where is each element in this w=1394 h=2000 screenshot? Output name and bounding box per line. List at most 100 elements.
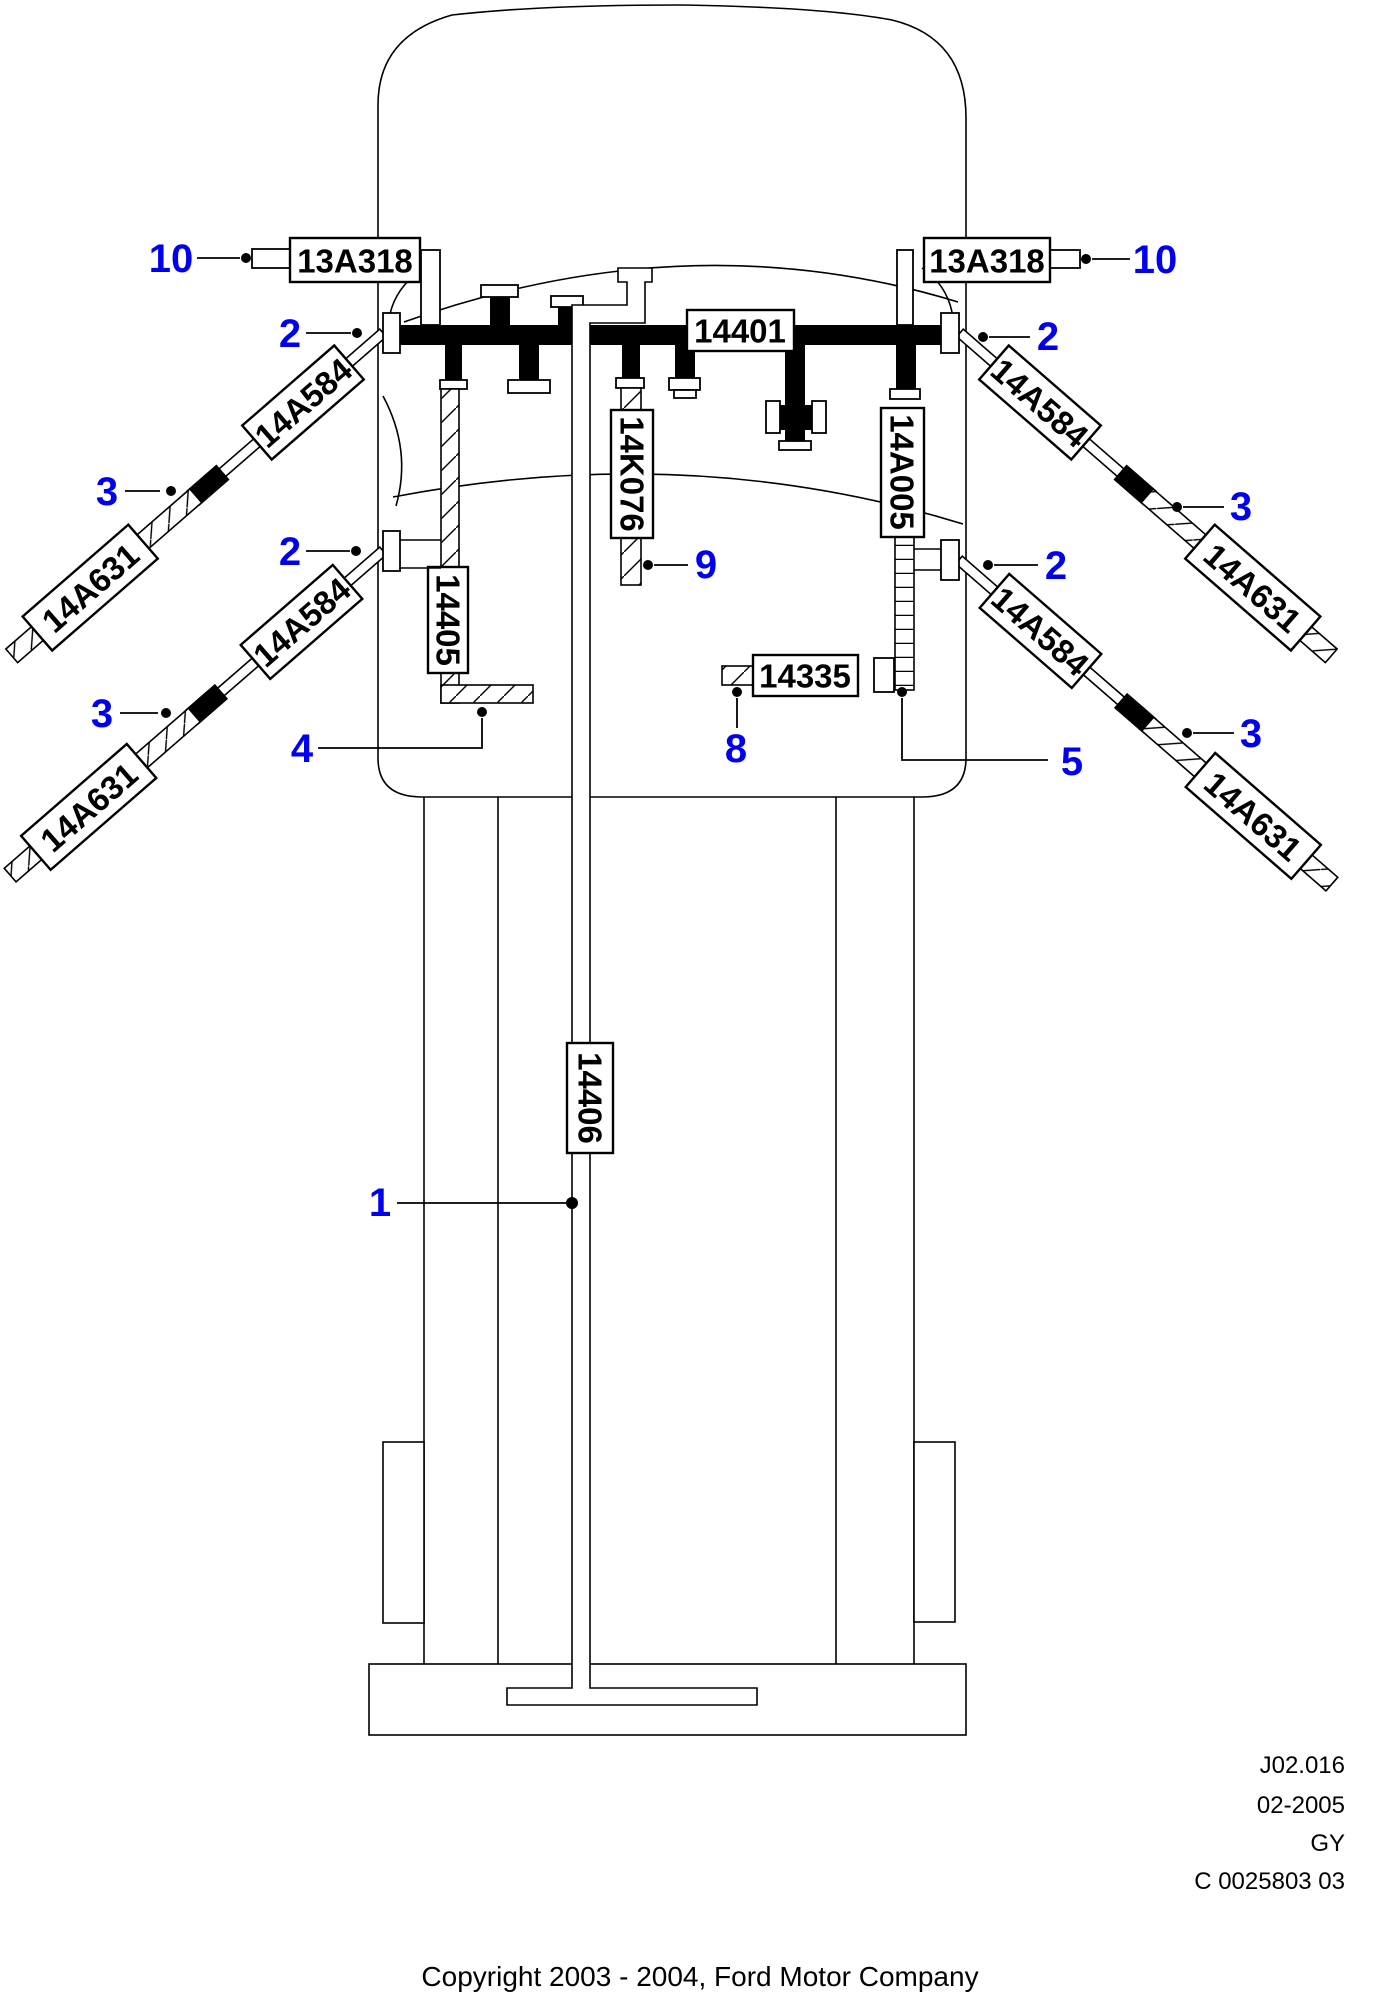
callout-4: 4 <box>291 707 487 771</box>
legend-figure-number: J02.016 <box>1260 1752 1345 1779</box>
branch-stub <box>675 345 695 378</box>
part-label-14K076: 14K076 <box>614 416 651 532</box>
harness-tube <box>1080 664 1128 708</box>
part-label-box-13A318 <box>922 236 1052 284</box>
harness-tube <box>954 555 1000 597</box>
cross-connector <box>765 345 827 451</box>
vehicle-outline <box>368 4 967 1736</box>
callout-number: 8 <box>725 727 747 771</box>
part-label-14A631: 14A631 <box>1197 536 1309 640</box>
callout-9: 9 <box>643 543 717 587</box>
harness-tube <box>1080 436 1127 480</box>
terminal-cap <box>507 379 551 394</box>
part-label-14405: 14405 <box>430 574 467 666</box>
branch-stub <box>896 345 916 390</box>
loom-hatched-tube <box>721 665 754 686</box>
callout-number: 3 <box>1240 712 1262 756</box>
door-harness-left-lower: 14A584 14A631 <box>3 546 388 884</box>
callout-10-left: 10 <box>149 237 251 281</box>
part-label-14A584: 14A584 <box>248 351 360 455</box>
callout-3-left-lower: 3 <box>91 692 171 736</box>
callout-2-right-mid: 2 <box>983 544 1067 588</box>
cross-connector-cap <box>778 440 812 451</box>
ladder-tube <box>894 536 915 691</box>
door-takeout-connector <box>940 539 960 581</box>
terminal-cap <box>550 295 584 308</box>
part-label-13A318: 13A318 <box>929 243 1045 280</box>
callout-2-left-upper: 2 <box>279 312 362 356</box>
inline-connector-black <box>1113 692 1158 735</box>
leader-dot <box>1182 728 1192 738</box>
inline-connector-white <box>873 657 895 693</box>
callout-number: 5 <box>1061 740 1083 784</box>
jumper-13A318-right: 13A318 <box>896 236 1081 326</box>
callout-3-left-upper: 3 <box>96 470 176 514</box>
main-harness-14401 <box>382 284 960 451</box>
pillar-harness-14405: 14405 <box>382 388 534 704</box>
cab-roof-outline <box>377 4 967 798</box>
part-label-box-14K076 <box>609 408 655 540</box>
loom-hatched-tube <box>440 684 534 704</box>
harness-tube <box>342 546 388 588</box>
leader-dot <box>566 1197 578 1209</box>
legend-document-number: C 0025803 03 <box>1194 1868 1345 1895</box>
copyright-line: Copyright 2003 - 2004, Ford Motor Compan… <box>421 1961 978 1992</box>
leader-dot <box>732 687 742 697</box>
main-harness-label: 14401 <box>685 308 796 353</box>
jumper-connector <box>1049 249 1081 269</box>
part-label-box-14A631 <box>1183 523 1323 653</box>
part-label-14A584: 14A584 <box>984 579 1096 683</box>
part-label-box-13A318 <box>288 236 422 284</box>
terminal-cap <box>480 284 519 298</box>
leader-dot <box>352 328 362 338</box>
harness-end-connector-right <box>940 312 960 354</box>
part-label-box-14A631 <box>19 742 158 872</box>
callout-number: 2 <box>1037 315 1059 359</box>
part-label-14401: 14401 <box>694 313 786 350</box>
leader-dot <box>983 560 993 570</box>
part-label-14A631: 14A631 <box>1197 764 1309 868</box>
callouts: 10 10 2 2 2 2 <box>91 237 1262 1225</box>
rear-wheel-left <box>382 1441 425 1624</box>
inline-connector-black <box>184 683 229 726</box>
harness-tube <box>216 436 263 480</box>
cross-connector-plate-left <box>765 400 781 434</box>
loom-hatched-tube <box>620 537 642 586</box>
part-label-14A584: 14A584 <box>246 570 358 674</box>
leader-dot <box>161 708 171 718</box>
terminal-cap <box>668 377 701 391</box>
callout-3-right-upper: 3 <box>1172 485 1252 529</box>
harness-tube <box>214 655 262 699</box>
callout-number: 3 <box>1230 485 1252 529</box>
callout-1: 1 <box>369 1181 578 1225</box>
leader-line <box>318 718 483 749</box>
callout-number: 2 <box>1045 544 1067 588</box>
leader-dot <box>1081 254 1091 264</box>
branch-stub <box>490 297 510 326</box>
callout-number: 10 <box>1133 238 1178 282</box>
legend-initials: GY <box>1310 1830 1345 1857</box>
legend-block: J02.016 02-2005 GY C 0025803 03 <box>1194 1752 1345 1895</box>
part-label-box-14406 <box>565 1041 615 1155</box>
leader-line <box>901 698 1048 761</box>
callout-number: 10 <box>149 237 194 281</box>
terminal-cap <box>615 377 645 389</box>
door-takeout-connector <box>382 530 401 572</box>
branch-stub <box>445 345 462 381</box>
part-label-box-14405 <box>426 565 470 675</box>
part-label-14335: 14335 <box>759 658 851 695</box>
jumper-channel <box>896 249 914 326</box>
main-harness-trunk <box>398 325 941 345</box>
leader-dot <box>166 486 176 496</box>
part-label-box-14A584 <box>977 343 1103 462</box>
part-label-14406: 14406 <box>572 1052 609 1144</box>
part-label-box-14A631 <box>1184 751 1323 881</box>
loom-hatched-tube <box>620 387 642 413</box>
left-door-curve <box>382 395 403 507</box>
part-label-box-14A584 <box>240 343 366 462</box>
callout-number: 1 <box>369 1181 391 1225</box>
jumper-13A318-left: 13A318 <box>251 236 441 326</box>
callout-number: 2 <box>279 312 301 356</box>
